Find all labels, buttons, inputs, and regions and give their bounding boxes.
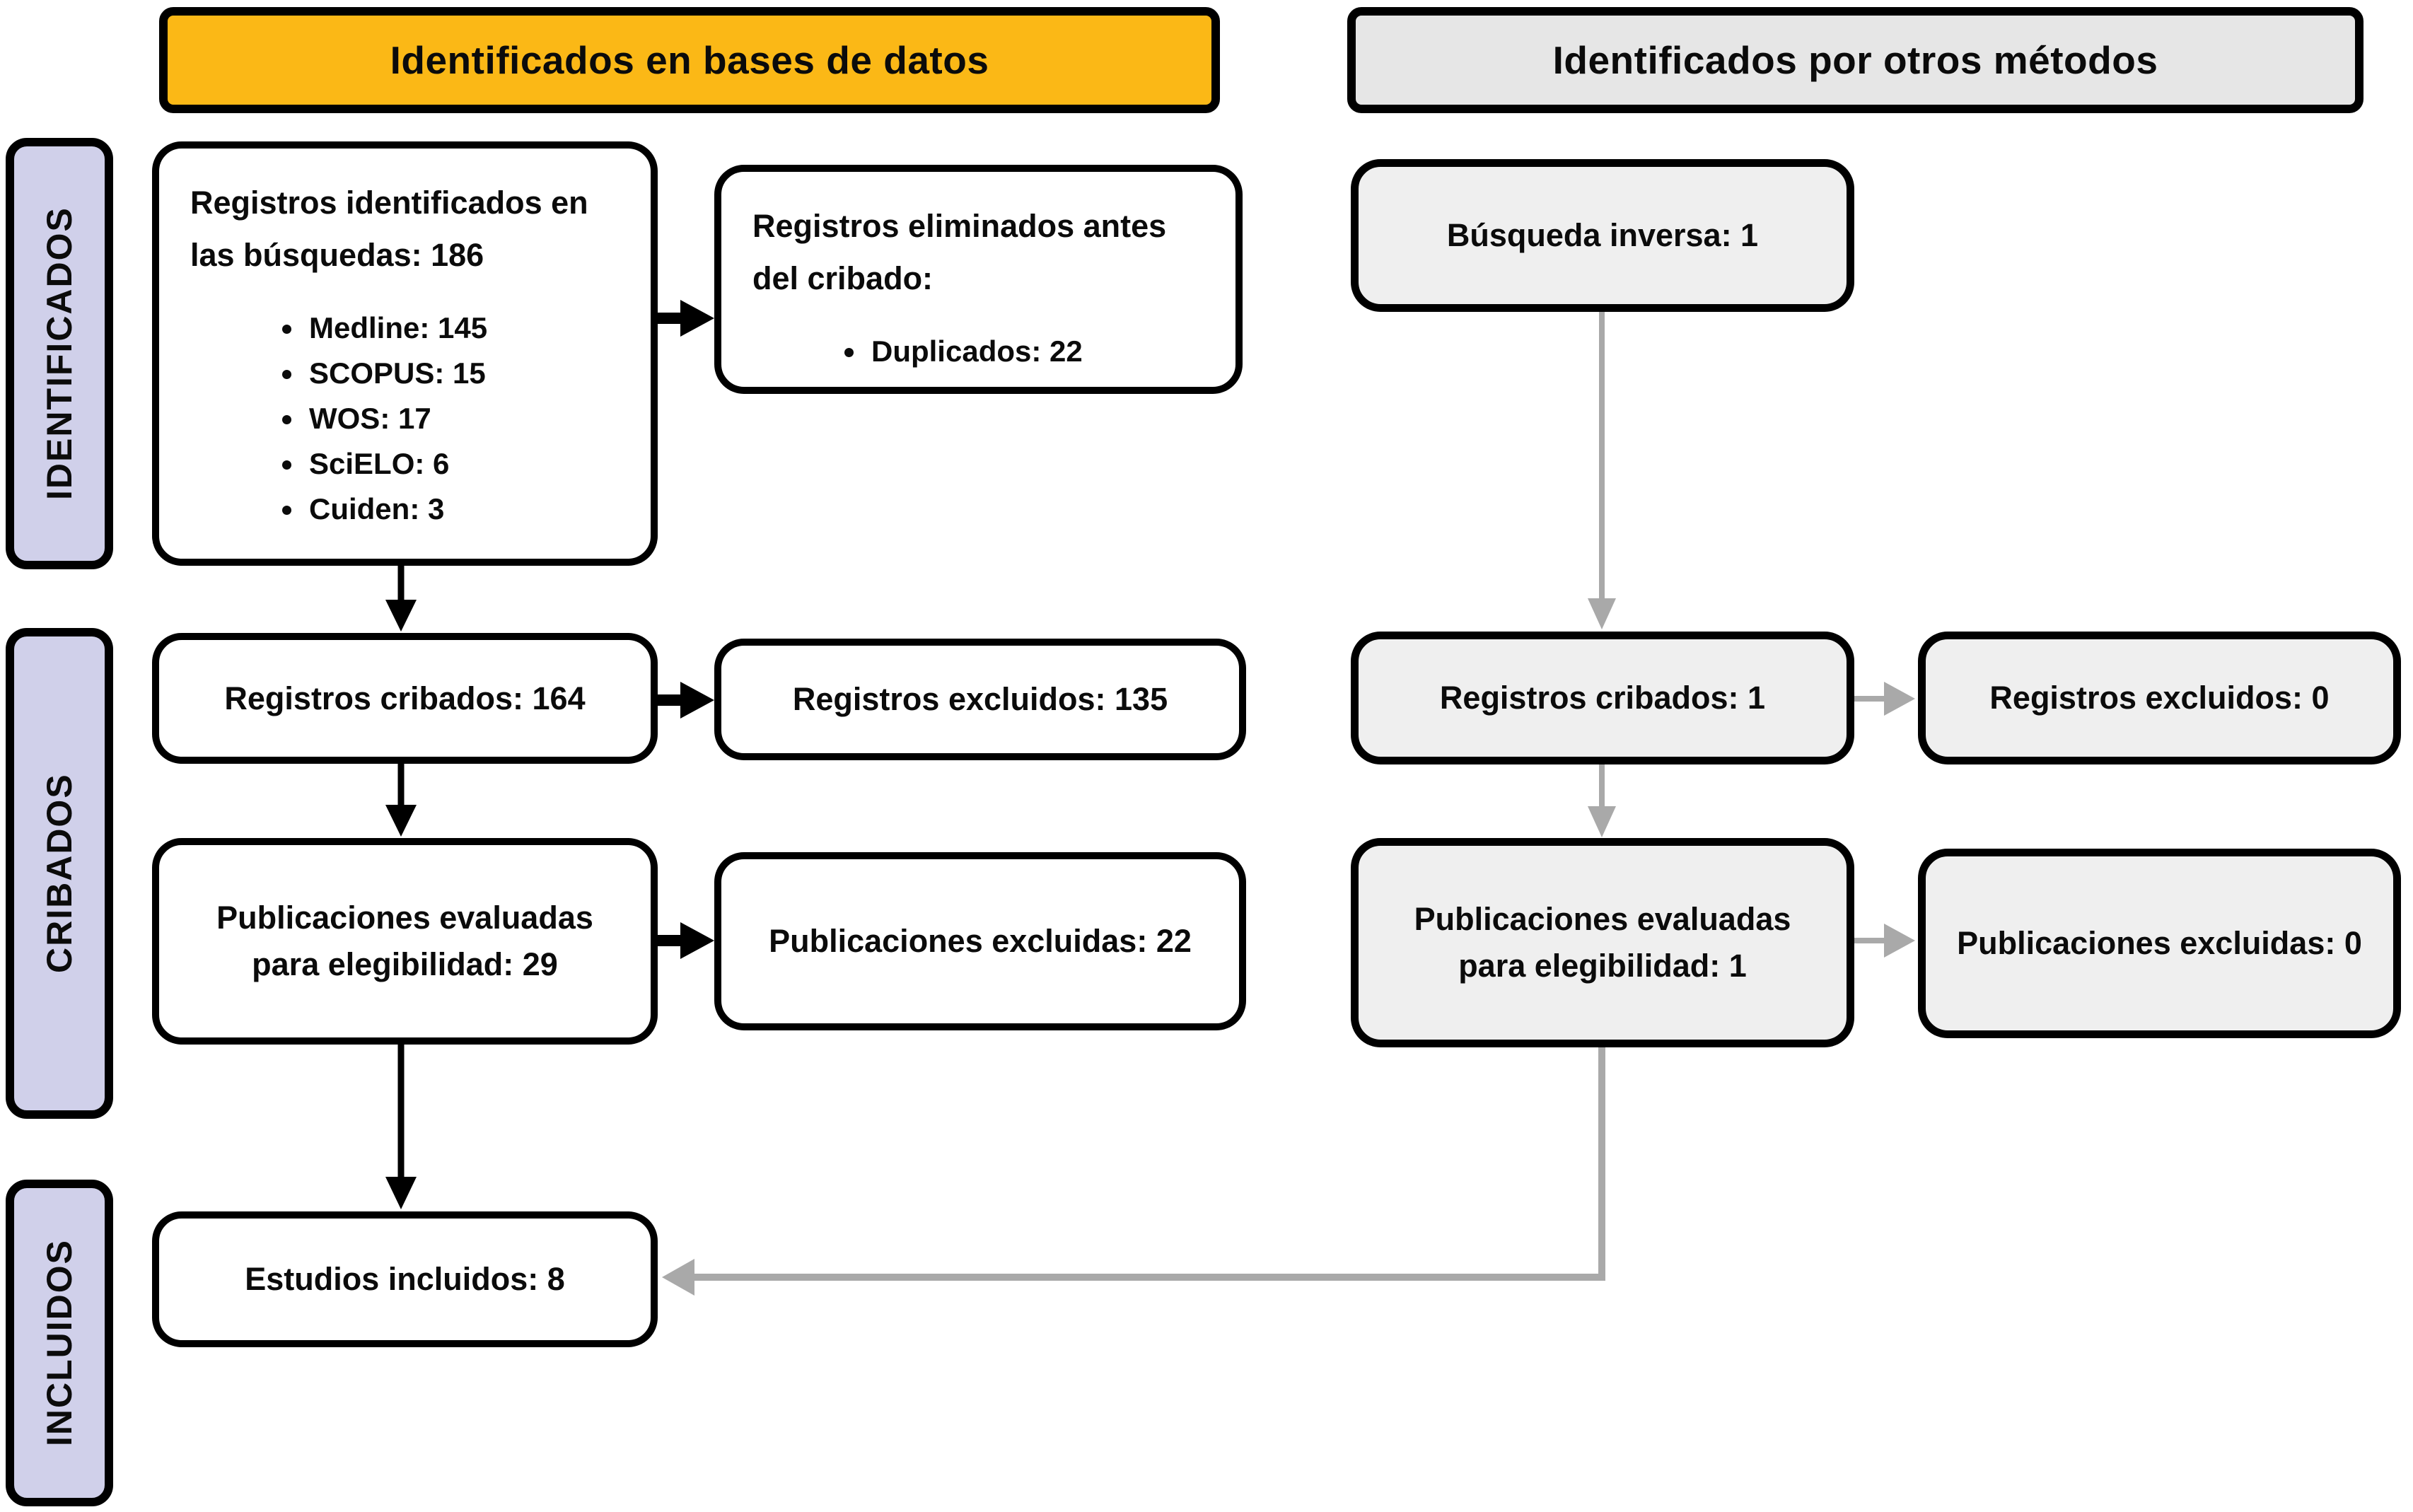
node-studies-included-text: Estudios incluidos: 8 xyxy=(245,1261,565,1297)
node-om-reverse-search: Búsqueda inversa: 1 xyxy=(1351,159,1854,312)
node-db-records-identified-line2: las búsquedas: 186 xyxy=(190,237,484,273)
node-om-publications-excluded-text: Publicaciones excluidas: 0 xyxy=(1957,925,2362,961)
node-db-publications-assessed: Publicaciones evaluadas para elegibilida… xyxy=(152,838,658,1045)
arrow-db-screened-to-excluded xyxy=(658,682,714,719)
node-om-records-excluded-text: Registros excluidos: 0 xyxy=(1989,680,2330,716)
node-om-publications-assessed-line2: para elegibilidad: 1 xyxy=(1458,948,1747,984)
db-source-list: Medline: 145 SCOPUS: 15 WOS: 17 SciELO: … xyxy=(190,306,625,532)
node-db-publications-excluded-text: Publicaciones excluidas: 22 xyxy=(769,923,1192,959)
stage-label-cribados: CRIBADOS xyxy=(6,628,113,1119)
header-databases-label: Identificados en bases de datos xyxy=(390,38,989,82)
header-other-methods-label: Identificados por otros métodos xyxy=(1552,38,2158,82)
arrow-db-screened-down xyxy=(385,764,417,837)
arrow-om-assessed-to-excluded xyxy=(1854,924,1915,958)
db-source-item: Medline: 145 xyxy=(305,306,625,351)
arrow-om-screened-down xyxy=(1588,764,1616,837)
node-om-reverse-search-text: Búsqueda inversa: 1 xyxy=(1446,217,1759,253)
arrow-om-assessed-to-included xyxy=(662,1047,1605,1296)
node-db-publications-assessed-line2: para elegibilidad: 29 xyxy=(252,946,558,982)
stage-label-incluidos-text: INCLUIDOS xyxy=(40,1239,79,1447)
db-source-item: SciELO: 6 xyxy=(305,441,625,487)
node-om-publications-excluded: Publicaciones excluidas: 0 xyxy=(1918,849,2401,1038)
db-removed-item: Duplicados: 22 xyxy=(867,329,1210,374)
node-db-records-identified: Registros identificados en las búsquedas… xyxy=(152,141,658,566)
node-db-records-removed: Registros eliminados antes del cribado: … xyxy=(714,165,1243,394)
node-db-records-screened: Registros cribados: 164 xyxy=(152,633,658,764)
arrow-db-assessed-down xyxy=(385,1045,417,1209)
node-db-records-removed-line1: Registros eliminados antes xyxy=(752,208,1167,244)
stage-label-incluidos: INCLUIDOS xyxy=(6,1180,113,1506)
node-db-records-excluded-text: Registros excluidos: 135 xyxy=(792,681,1168,717)
db-removed-list: Duplicados: 22 xyxy=(752,329,1210,374)
arrow-om-screened-to-excluded xyxy=(1854,682,1915,716)
node-db-records-removed-line2: del cribado: xyxy=(752,260,934,296)
arrow-db-identified-to-removed xyxy=(658,300,714,337)
db-source-item: WOS: 17 xyxy=(305,396,625,441)
node-om-publications-assessed-line1: Publicaciones evaluadas xyxy=(1414,901,1791,937)
node-om-publications-assessed: Publicaciones evaluadas para elegibilida… xyxy=(1351,838,1854,1047)
node-studies-included: Estudios incluidos: 8 xyxy=(152,1211,658,1347)
node-db-records-screened-text: Registros cribados: 164 xyxy=(224,680,586,716)
node-db-records-identified-line1: Registros identificados en xyxy=(190,185,588,221)
arrow-db-identified-down xyxy=(385,566,417,632)
node-om-records-screened-text: Registros cribados: 1 xyxy=(1439,680,1766,716)
stage-label-identificados: IDENTIFICADOS xyxy=(6,138,113,569)
node-db-publications-assessed-line1: Publicaciones evaluadas xyxy=(216,900,593,936)
node-db-records-excluded: Registros excluidos: 135 xyxy=(714,639,1246,760)
header-other-methods: Identificados por otros métodos xyxy=(1347,7,2363,113)
db-source-item: Cuiden: 3 xyxy=(305,487,625,532)
stage-label-identificados-text: IDENTIFICADOS xyxy=(40,207,79,501)
stage-label-cribados-text: CRIBADOS xyxy=(40,773,79,974)
arrow-db-assessed-to-excluded xyxy=(658,922,714,959)
node-om-records-screened: Registros cribados: 1 xyxy=(1351,632,1854,764)
header-databases: Identificados en bases de datos xyxy=(159,7,1220,113)
node-om-records-excluded: Registros excluidos: 0 xyxy=(1918,632,2401,764)
arrow-om-reverse-down xyxy=(1588,312,1616,629)
db-source-item: SCOPUS: 15 xyxy=(305,351,625,396)
node-db-publications-excluded: Publicaciones excluidas: 22 xyxy=(714,852,1246,1030)
